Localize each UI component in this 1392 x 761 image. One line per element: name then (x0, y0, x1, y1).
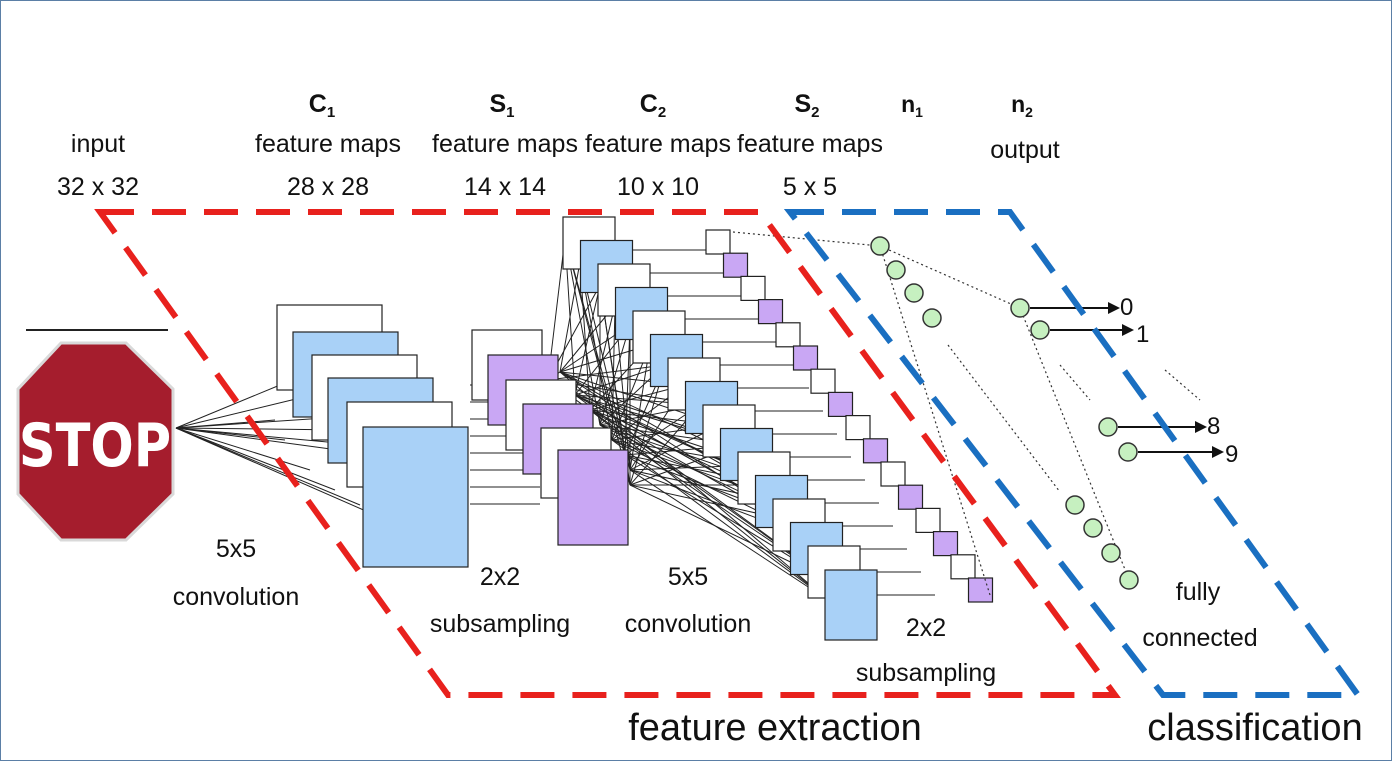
s2-feature-map (827, 391, 854, 417)
neuron (870, 236, 890, 256)
c2-s2-feature-maps (562, 216, 994, 641)
s2-feature-map (845, 415, 871, 441)
neuron (1010, 298, 1030, 318)
s2-label: feature maps (737, 130, 883, 158)
classification-label: classification (1147, 707, 1362, 749)
s2-feature-map (757, 299, 784, 325)
neuron (1065, 495, 1085, 515)
dotted-projections (732, 231, 1201, 596)
output-class-label: 1 (1136, 321, 1149, 348)
s2-size-label: 5 x 5 (783, 173, 837, 201)
c1-feature-map (362, 426, 469, 568)
neuron (1119, 570, 1139, 590)
conv1-connection-line (175, 397, 301, 429)
neurons (870, 236, 1139, 590)
neuron (1030, 320, 1050, 340)
conv2-connection-line (579, 261, 631, 471)
fc-label-line1: fully (1176, 578, 1221, 606)
neuron (904, 283, 924, 303)
s2-feature-map (705, 229, 731, 255)
s2-feature-map (880, 461, 906, 487)
n2-title: n2 (1011, 91, 1033, 120)
neuron (886, 260, 906, 280)
arrow-head-icon (1108, 302, 1120, 314)
s2-feature-map (932, 530, 959, 557)
c1-title: C1 (309, 90, 335, 121)
neuron (1098, 417, 1118, 437)
neuron (922, 308, 942, 328)
input-size-label: 32 x 32 (57, 173, 139, 201)
conv1-connection-line (175, 427, 376, 516)
sub2-label: subsampling (856, 659, 996, 687)
arrow-head-icon (1195, 421, 1207, 433)
conv2-label: convolution (625, 610, 751, 638)
s2-feature-map (862, 438, 889, 464)
n2-label: output (990, 136, 1060, 164)
input-label: input (71, 130, 125, 158)
feature-extraction-label: feature extraction (628, 707, 922, 749)
conv1-label: convolution (173, 583, 299, 611)
s2-feature-map (897, 484, 924, 510)
conv2-connection-line (574, 284, 601, 396)
conv2-connection-line (629, 344, 651, 471)
c2-size-label: 10 x 10 (617, 173, 699, 201)
sub1-size-label: 2x2 (480, 563, 520, 591)
c1-feature-maps (276, 304, 469, 568)
sub1-label: subsampling (430, 610, 570, 638)
output-class-label: 9 (1225, 441, 1238, 468)
conv1-size-label: 5x5 (216, 535, 256, 563)
sub2-size-label: 2x2 (906, 614, 946, 642)
conv2-connection-line (599, 324, 631, 426)
conv2-size-label: 5x5 (668, 563, 708, 591)
s1-label: feature maps (432, 130, 578, 158)
output-arrows: 01 89 (1030, 294, 1238, 468)
conv1-connection-line (175, 427, 361, 506)
conv2-connection-line (629, 469, 829, 601)
s2-feature-map (810, 368, 836, 394)
s1-feature-map (557, 449, 629, 546)
neuron (1083, 518, 1103, 538)
s1-size-label: 14 x 14 (464, 173, 546, 201)
stop-sign-text: STOP (19, 411, 171, 481)
c2-label: feature maps (585, 130, 731, 158)
stop-sign-icon (16, 341, 175, 542)
s2-feature-map (740, 275, 766, 301)
output-class-label: 8 (1207, 413, 1220, 440)
conv2-connection-line (624, 324, 631, 456)
classification-border (783, 209, 1364, 698)
neuron (1118, 442, 1138, 462)
arrow-head-icon (1122, 324, 1134, 336)
arrow-head-icon (1212, 446, 1224, 458)
fc-label-line2: connected (1142, 624, 1257, 652)
s2-feature-map (915, 507, 941, 533)
neuron (1101, 543, 1121, 563)
s2-feature-map (792, 345, 819, 371)
conv1-connection-line (175, 419, 276, 429)
s2-feature-map (775, 322, 801, 348)
c1-label: feature maps (255, 130, 401, 158)
s2-title: S2 (794, 90, 819, 121)
c1-size-label: 28 x 28 (287, 173, 369, 201)
s1-title: S1 (489, 90, 514, 121)
n1-title: n1 (901, 91, 923, 120)
conv1-connection-line (175, 384, 281, 429)
conv1-connection-line (175, 427, 336, 491)
s1-feature-maps (471, 329, 629, 546)
s2-feature-map (722, 252, 749, 278)
feature-extraction-border (94, 209, 1121, 698)
conv1-connection-line (175, 427, 286, 441)
c2-feature-map (824, 569, 878, 641)
s2-feature-map (950, 554, 976, 580)
c2-title: C2 (640, 90, 666, 121)
output-class-label: 0 (1120, 294, 1133, 321)
conv1-connection-line (175, 427, 311, 471)
conv2-connection-line (564, 237, 631, 486)
